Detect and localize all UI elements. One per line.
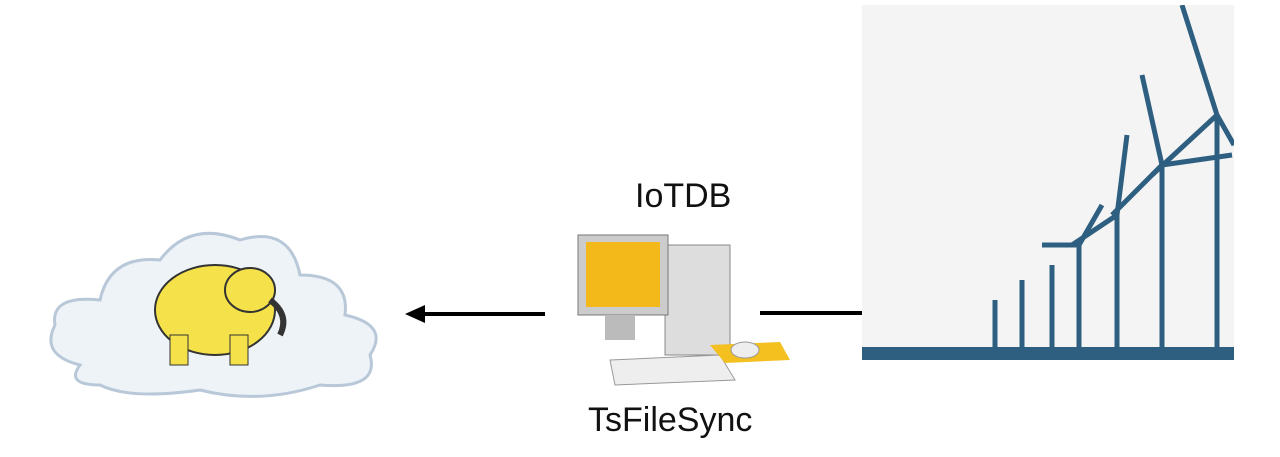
hadoop-cloud bbox=[49, 231, 378, 398]
tsfilesync-label: TsFileSync bbox=[588, 401, 753, 439]
wind-turbines-image bbox=[862, 5, 1234, 360]
arrow-left bbox=[405, 305, 545, 323]
computer-icon bbox=[577, 234, 790, 386]
elephant-icon bbox=[154, 264, 287, 366]
iotdb-label: IoTDB bbox=[635, 177, 732, 215]
